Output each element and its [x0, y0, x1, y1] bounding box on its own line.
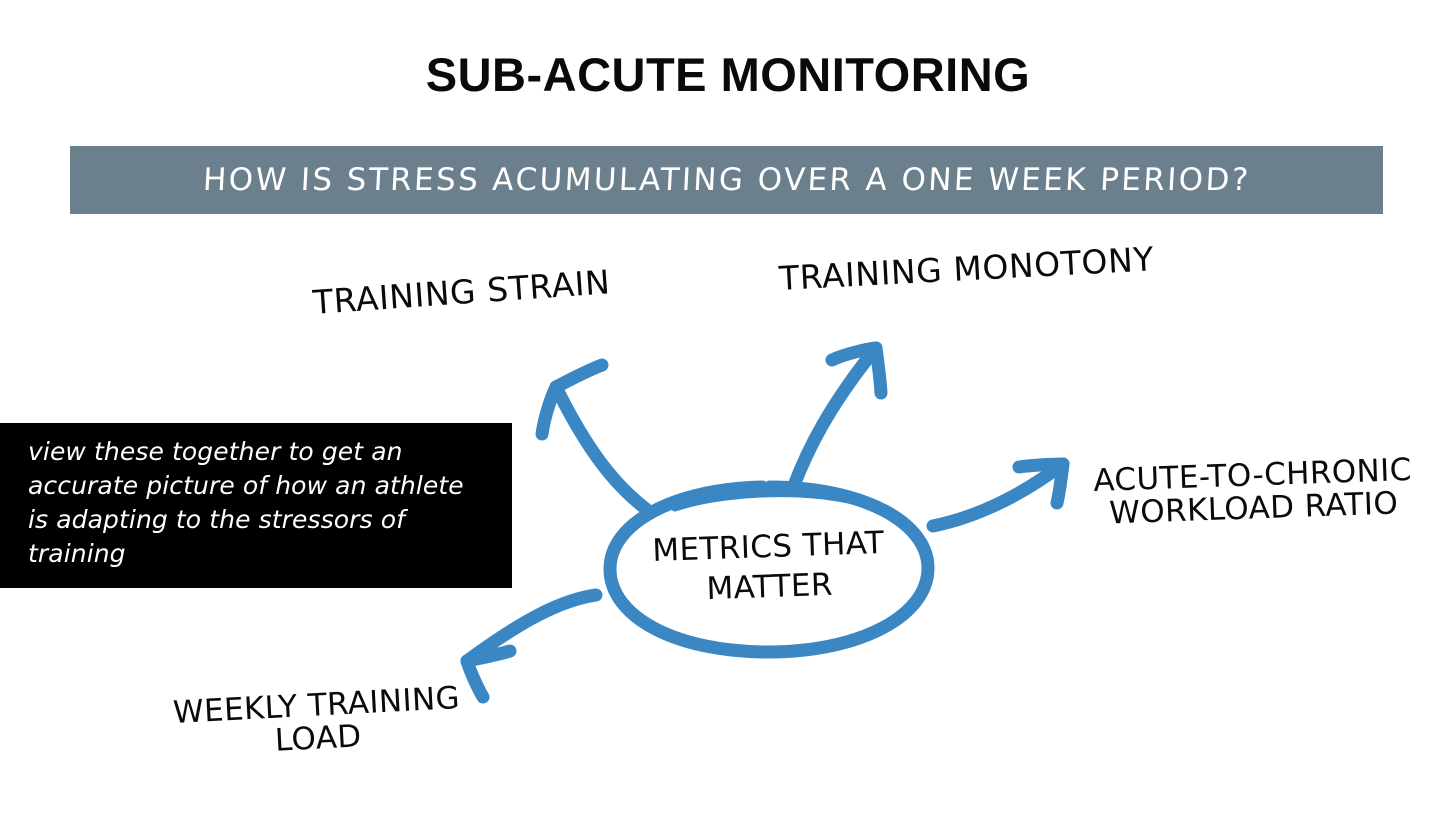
subtitle-text: HOW IS STRESS ACUMULATING OVER A ONE WEE… — [201, 162, 1252, 198]
subtitle-band: HOW IS STRESS ACUMULATING OVER A ONE WEE… — [70, 146, 1383, 214]
arrow-lower-left — [460, 588, 603, 704]
arrow-right — [926, 457, 1070, 533]
node-label-training-strain: TRAINING STRAIN — [311, 262, 612, 322]
node-label-training-monotony: TRAINING MONOTONY — [777, 239, 1156, 298]
node-label-acute-to-chronic-workload-ratio: ACUTE-TO-CHRONIC WORKLOAD RATIO — [1093, 452, 1414, 532]
callout-box: view these together to get an accurate p… — [0, 423, 512, 588]
node-label-weekly-training-load: WEEKLY TRAINING LOAD — [172, 680, 462, 764]
callout-text: view these together to get an accurate p… — [28, 437, 464, 568]
center-node-label: METRICS THAT MATTER — [633, 522, 906, 611]
arrow-upper-left — [535, 358, 653, 516]
arrow-upper-right — [786, 341, 888, 495]
page-title: SUB-ACUTE MONITORING — [425, 48, 1031, 101]
acwr-line-2: WORKLOAD RATIO — [1108, 485, 1399, 532]
